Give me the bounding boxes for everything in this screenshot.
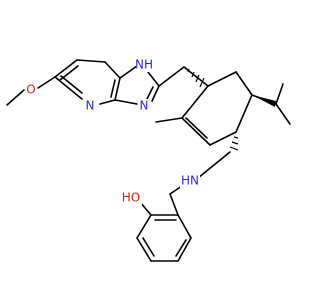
bond-ch2-c1 [183, 66, 209, 87]
bond-ch2-phenyl [169, 193, 179, 216]
bond-c1-c2ring [207, 71, 237, 87]
hashed-bond-c1-ch2 [187, 68, 205, 88]
bond-n4-c5-inner [60, 75, 83, 94]
hashed-bond-c4-ch2 [229, 136, 239, 151]
bond-c3a-n4 [99, 99, 116, 105]
bond-c5ring-c6ring-inner [185, 117, 208, 139]
bond-c7a-c3a [114, 77, 121, 101]
bond-ph-c3c4 [136, 237, 152, 262]
bond-c7a-c3a-inner [110, 79, 116, 98]
bond-ph-c5c6 [177, 237, 192, 262]
atom-label-oh-phenol: HO [122, 191, 140, 205]
molecule-canvas: NH N N O HN HO [6, 58, 291, 262]
molecule-structure: NH N N O HN HO [6, 58, 291, 262]
stereo-bonds [187, 68, 276, 151]
bond-c2-n3 [151, 85, 160, 102]
bond-methyl-o [6, 89, 25, 106]
bond-ph-inner2 [142, 237, 155, 257]
bond-ch2-nh [197, 151, 231, 179]
bond-ipr-me2 [275, 103, 291, 125]
atom-label-n-pyridine: N [86, 99, 95, 113]
wedge-bond-ring-ipr [252, 95, 276, 107]
bonds [6, 59, 291, 262]
bond-c6ring-c1 [181, 85, 209, 119]
bond-o-c5 [37, 76, 56, 89]
bond-c7-c7a [104, 61, 121, 79]
bond-c5ring-c6ring [181, 117, 211, 146]
bond-c2ring-c3ring [235, 71, 253, 96]
bond-c5-c6 [54, 59, 78, 78]
bond-ph-c6c1 [177, 214, 192, 239]
bond-ph-inner3 [175, 239, 187, 257]
atom-labels: NH N N O HN HO [25, 58, 200, 205]
bond-c2-ch2 [158, 66, 185, 87]
bond-ipr-me1 [275, 83, 284, 105]
atom-label-n-imidazole: N [140, 99, 149, 113]
atom-label-nh-imidazole: NH [135, 58, 153, 72]
bond-c3ring-c4ring [235, 94, 253, 133]
atom-label-o-methoxy: O [26, 83, 35, 97]
bond-c6-c7 [76, 59, 106, 63]
bond-ph-c2c3 [136, 214, 152, 239]
atom-label-nh-amine: HN [181, 174, 199, 188]
bond-c7a-n1 [119, 65, 138, 79]
bond-ring-methyl [155, 117, 183, 123]
bond-n3-c3a [114, 99, 138, 105]
bond-n1-c2 [147, 71, 160, 87]
bond-c2-n3-inner [146, 86, 154, 100]
bond-n4-c5 [54, 76, 83, 100]
bond-c4ring-c5ring [209, 131, 237, 146]
